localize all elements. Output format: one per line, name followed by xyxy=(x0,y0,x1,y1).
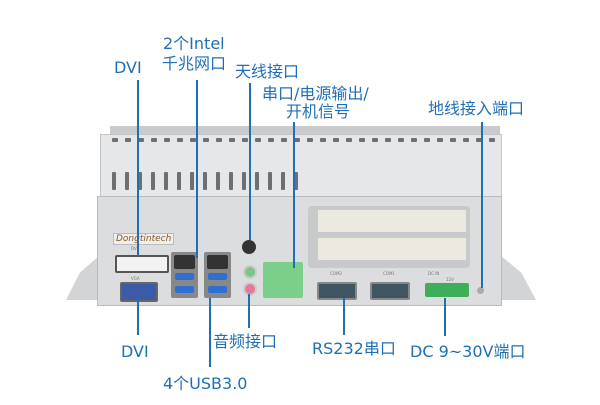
heatsink-fin xyxy=(125,172,129,190)
label-dc: DC 9~30V端口 xyxy=(410,342,526,361)
label-serial-line1: 串口/电源输出/ xyxy=(262,84,369,103)
leader-antenna xyxy=(249,83,251,240)
audio-line-out[interactable] xyxy=(243,265,257,279)
label-dvi-bottom: DVI xyxy=(121,342,149,361)
label-rs232: RS232串口 xyxy=(312,339,396,358)
terminal-block[interactable] xyxy=(263,262,303,298)
label-antenna: 天线接口 xyxy=(235,62,300,81)
heatsink-fin xyxy=(151,138,157,142)
heatsink-fin xyxy=(411,138,417,142)
heatsink-fin xyxy=(450,138,456,142)
heatsink-fin xyxy=(177,172,181,190)
heatsink-fin xyxy=(203,172,207,190)
heatsink-fin xyxy=(138,172,142,190)
dvi-port[interactable] xyxy=(115,255,169,273)
heatsink-fin xyxy=(320,138,326,142)
heatsink-fin xyxy=(268,172,272,190)
heatsink-fin xyxy=(294,138,300,142)
heatsink-fin xyxy=(190,172,194,190)
heatsink-fin xyxy=(424,138,430,142)
12v-label: 12V xyxy=(446,277,454,282)
usb-port-2[interactable] xyxy=(175,286,194,293)
heatsink-fin xyxy=(138,138,144,142)
com1-port[interactable] xyxy=(370,282,410,300)
expansion-slot-1 xyxy=(318,210,466,232)
brand-logo: Dongtintech xyxy=(113,233,175,245)
lan-port-2[interactable] xyxy=(207,255,228,269)
heatsink-fin xyxy=(151,172,155,190)
heatsink-fin xyxy=(281,172,285,190)
usb-port-4[interactable] xyxy=(208,286,227,293)
heatsink-body xyxy=(100,134,502,198)
leader-usb xyxy=(209,298,211,367)
heatsink-fin xyxy=(372,138,378,142)
com2-label: COM2 xyxy=(330,271,342,276)
leader-dvi-top xyxy=(137,80,139,256)
leader-lan xyxy=(196,80,198,258)
heatsink-fin xyxy=(346,138,352,142)
dc-in-label: DC IN xyxy=(428,271,440,276)
heatsink-fin xyxy=(463,138,469,142)
heatsink-fin xyxy=(476,138,482,142)
leader-dvi-bottom xyxy=(137,298,139,335)
heatsink-fin xyxy=(268,138,274,142)
heatsink-top xyxy=(110,126,500,134)
heatsink-fin xyxy=(112,172,116,190)
heatsink-fin xyxy=(164,172,168,190)
leader-serial xyxy=(293,122,295,268)
label-audio: 音频接口 xyxy=(213,332,278,351)
usb-port-3[interactable] xyxy=(208,273,227,280)
heatsink-fin xyxy=(242,172,246,190)
leader-audio xyxy=(248,294,250,328)
heatsink-fin xyxy=(385,138,391,142)
heatsink-fin xyxy=(307,138,313,142)
vga-port-label: VGA xyxy=(131,276,140,281)
heatsink-fin xyxy=(216,138,222,142)
com1-label: COM1 xyxy=(383,271,395,276)
heatsink-fin xyxy=(294,172,298,190)
heatsink-fin xyxy=(216,172,220,190)
leader-ground xyxy=(481,122,483,288)
ground-screw[interactable] xyxy=(477,287,484,294)
heatsink-fin xyxy=(125,138,131,142)
antenna-port[interactable] xyxy=(242,240,256,254)
leader-dc xyxy=(444,298,446,336)
com2-port[interactable] xyxy=(317,282,357,300)
expansion-slot-2 xyxy=(318,238,466,260)
label-intel-line2: 千兆网口 xyxy=(162,54,227,73)
heatsink-fin xyxy=(112,138,118,142)
heatsink-fin xyxy=(255,138,261,142)
heatsink-fin xyxy=(164,138,170,142)
dc-power-terminal[interactable] xyxy=(425,283,469,297)
heatsink-fin xyxy=(281,138,287,142)
heatsink-fin xyxy=(437,138,443,142)
usb-port-1[interactable] xyxy=(175,273,194,280)
heatsink-fin xyxy=(177,138,183,142)
leader-rs232 xyxy=(343,298,345,335)
heatsink-fin xyxy=(489,138,495,142)
mounting-ear-right xyxy=(500,255,536,300)
audio-mic-in[interactable] xyxy=(243,282,257,296)
heatsink-fin xyxy=(398,138,404,142)
heatsink-fin xyxy=(359,138,365,142)
heatsink-fin xyxy=(229,138,235,142)
heatsink-fin xyxy=(333,138,339,142)
heatsink-fin xyxy=(229,172,233,190)
label-serial-line2: 开机信号 xyxy=(286,102,351,121)
mounting-ear-left xyxy=(66,255,100,300)
lan-port-1[interactable] xyxy=(174,255,195,269)
dvi-port-label: DVI xyxy=(131,246,138,251)
heatsink-fin xyxy=(242,138,248,142)
label-intel-line1: 2个Intel xyxy=(163,34,225,53)
label-ground: 地线接入端口 xyxy=(428,99,525,118)
label-dvi-top: DVI xyxy=(114,58,142,77)
heatsink-fin xyxy=(203,138,209,142)
heatsink-fin xyxy=(190,138,196,142)
heatsink-fin xyxy=(255,172,259,190)
label-usb: 4个USB3.0 xyxy=(163,374,248,393)
vga-port[interactable] xyxy=(120,282,158,302)
